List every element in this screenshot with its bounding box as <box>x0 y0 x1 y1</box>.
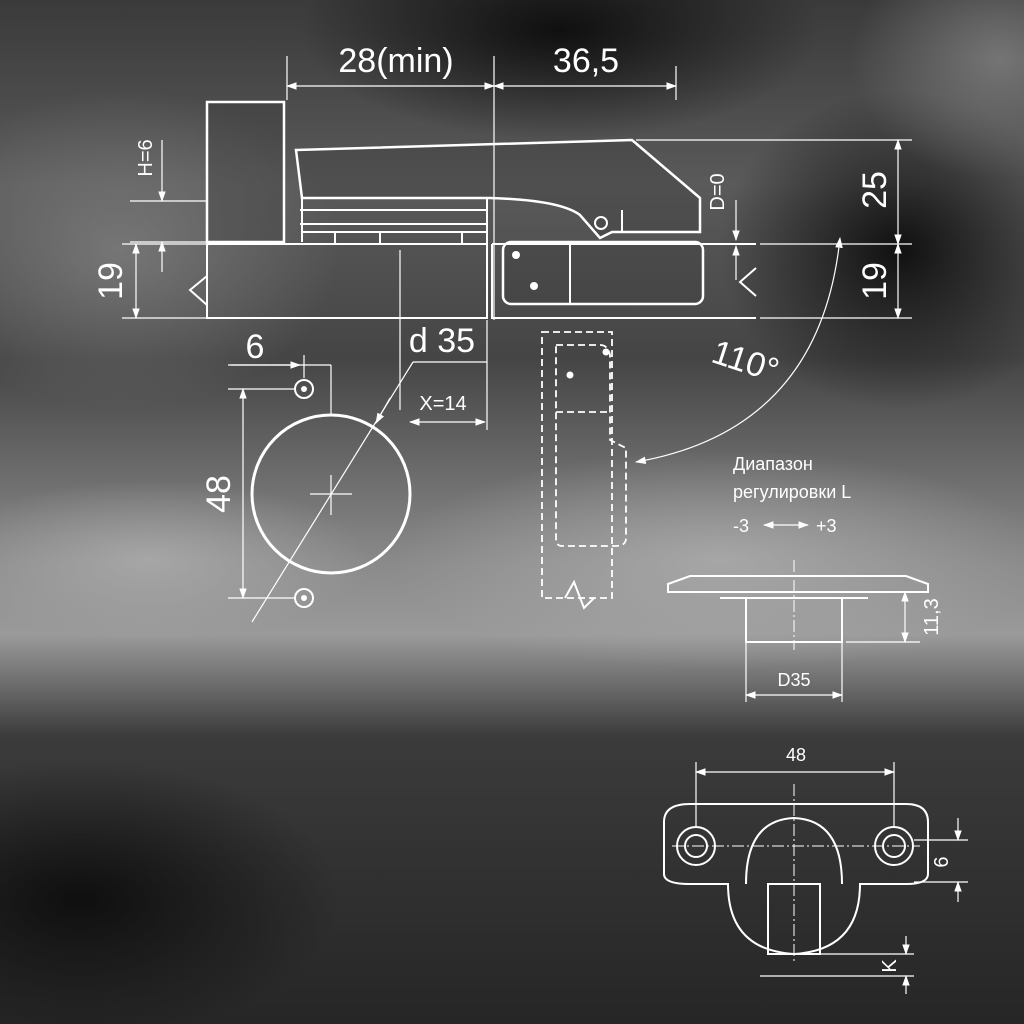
mounting-plate <box>501 240 705 306</box>
dim-6: 6 <box>246 328 265 366</box>
door-block <box>205 100 286 244</box>
dim-36-5: 36,5 <box>553 42 619 80</box>
dim-k: K <box>879 959 901 973</box>
dim-48-plate: 48 <box>786 745 806 765</box>
dim-11-3: 11,3 <box>921 598 943 635</box>
side-view: 28(min) 36,5 H=6 19 D=0 <box>92 42 912 410</box>
dim-48-vertical: 48 <box>200 475 238 513</box>
dim-x14: X=14 <box>419 393 466 415</box>
cup-section: 11,3 D35 <box>667 560 943 702</box>
range-label-line2: регулировки L <box>733 482 851 502</box>
dim-d35-cup: D35 <box>777 670 810 690</box>
dim-6-plate: 6 <box>931 856 953 867</box>
dim-25: 25 <box>856 171 894 209</box>
drilling-pattern: 6 48 d 35 X=14 <box>200 320 488 623</box>
dim-19-left: 19 <box>92 262 130 300</box>
dim-d0: D=0 <box>707 173 729 210</box>
dim-d35: d 35 <box>409 322 475 360</box>
angle-110: 110° <box>707 333 783 390</box>
dim-28-min: 28(min) <box>338 42 453 80</box>
range-minus: -3 <box>733 516 749 536</box>
range-plus: +3 <box>816 516 837 536</box>
range-label-line1: Диапазон <box>733 454 813 474</box>
plate-view: 48 6 K <box>663 745 968 994</box>
dim-19-right: 19 <box>856 262 894 300</box>
dim-h6: H=6 <box>135 139 157 176</box>
